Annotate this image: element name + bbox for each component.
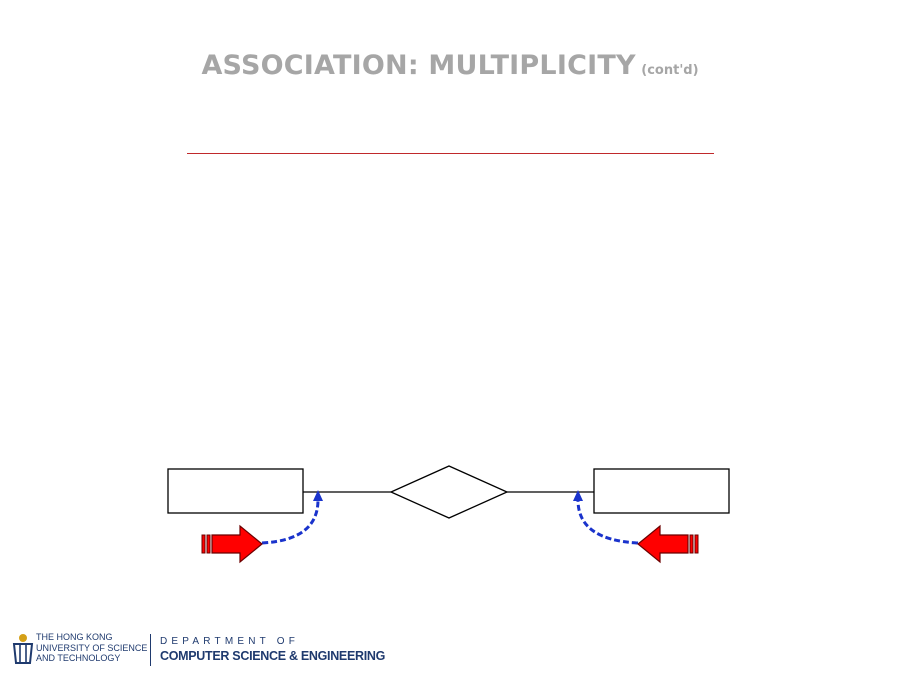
right-pointer-curve — [573, 490, 639, 545]
title-underline — [187, 153, 714, 154]
department-name: COMPUTER SCIENCE & ENGINEERING — [160, 649, 386, 663]
university-name-line3: AND TECHNOLOGY — [36, 653, 121, 664]
left-red-arrow — [201, 524, 263, 564]
department-label: DEPARTMENT OF — [160, 636, 300, 647]
title-main: ASSOCIATION: MULTIPLICITY — [201, 50, 636, 81]
left-pointer-curve — [261, 490, 323, 545]
footer-branding: THE HONG KONG UNIVERSITY OF SCIENCE AND … — [10, 628, 410, 673]
university-logo-icon — [12, 634, 34, 664]
right-entity-box — [593, 468, 730, 514]
relationship-diamond — [389, 465, 509, 519]
left-entity-box — [167, 468, 304, 514]
university-name-line2: UNIVERSITY OF SCIENCE — [36, 642, 148, 653]
university-name: THE HONG KONG UNIVERSITY OF SCIENCE AND … — [36, 632, 147, 664]
title-suffix: (cont'd) — [641, 63, 699, 78]
university-name-line1: THE HONG KONG — [36, 632, 113, 642]
slide-title: ASSOCIATION: MULTIPLICITY (cont'd) — [0, 50, 900, 81]
right-red-arrow — [637, 524, 699, 564]
footer-divider — [150, 634, 151, 666]
